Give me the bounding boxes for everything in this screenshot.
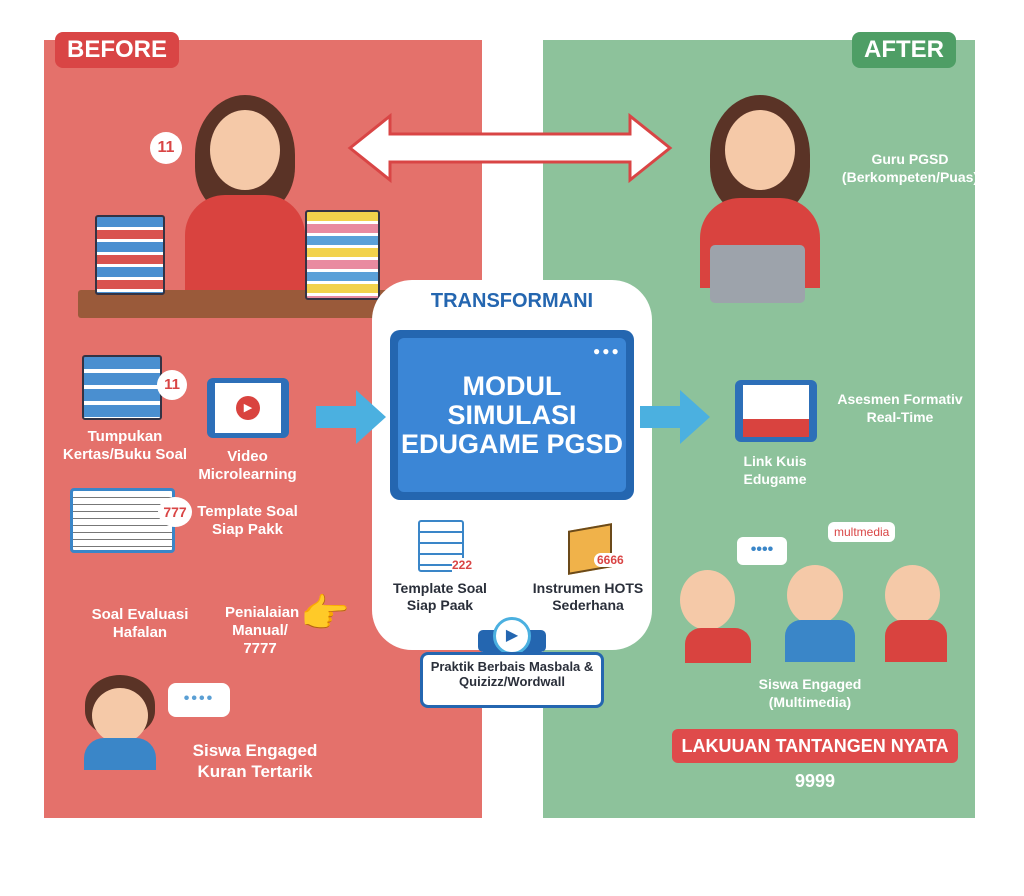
student-body bbox=[84, 738, 156, 770]
chart-tablet-icon bbox=[735, 380, 817, 442]
siswa-before-label: Siswa Engaged Kuran Tertarik bbox=[192, 741, 318, 781]
count-badge: 6666 bbox=[594, 553, 627, 567]
pointing-hand-icon: 👉 bbox=[300, 592, 350, 636]
window-dots-icon: ●●● bbox=[593, 344, 621, 358]
after-number: 9999 bbox=[794, 771, 836, 791]
laptop-icon bbox=[710, 245, 805, 303]
link-kuis-label: Link Kuis Edugame bbox=[743, 453, 807, 487]
book-stack-icon bbox=[82, 355, 162, 420]
cube-icon bbox=[568, 523, 612, 575]
multimedia-bubble: multmedia bbox=[828, 522, 896, 542]
student-face bbox=[787, 565, 843, 625]
video-tablet-icon: ▶ bbox=[207, 378, 289, 438]
speech-bubble-icon: •••• bbox=[737, 537, 787, 565]
count-badge: 11 bbox=[157, 370, 187, 400]
open-book-icon bbox=[70, 488, 175, 553]
transform-title: TRANSFORMANI bbox=[430, 290, 594, 312]
student-face bbox=[885, 565, 940, 625]
soal-label: Soal Evaluasi Hafalan bbox=[91, 606, 189, 641]
play-icon: ▶ bbox=[236, 396, 260, 420]
count-badge: 11 bbox=[150, 132, 182, 164]
right-arrow-icon bbox=[640, 390, 710, 444]
play-button-icon[interactable]: ▶ bbox=[493, 617, 531, 655]
count-badge: 222 bbox=[452, 558, 473, 572]
student-body bbox=[685, 628, 751, 663]
student-body bbox=[885, 620, 947, 662]
sad-teacher-face bbox=[210, 110, 280, 190]
student-face bbox=[680, 570, 735, 630]
praktik-box: Praktik Berbais Masbala & Quizizz/Wordwa… bbox=[420, 652, 604, 708]
right-arrow-icon bbox=[316, 390, 386, 444]
hots-label: Instrumen HOTS Sederhana bbox=[532, 580, 644, 613]
student-body bbox=[785, 620, 855, 662]
speech-bubble-icon: •••• bbox=[168, 683, 230, 717]
happy-teacher-face bbox=[725, 110, 795, 190]
books-label: Tumpukan Kertas/Buku Soal bbox=[62, 428, 188, 463]
before-badge: BEFORE bbox=[55, 32, 180, 68]
asesmen-label: Asesmen Formativ Real-Time bbox=[837, 391, 963, 425]
after-badge: AFTER bbox=[852, 32, 956, 68]
video-label: Video Microlearning bbox=[198, 448, 297, 483]
template-label: Template Soal Siap Pakk bbox=[197, 503, 298, 538]
teacher-body bbox=[185, 195, 305, 290]
modul-screen[interactable]: MODUL SIMULASI EDUGAME PGSD bbox=[390, 330, 634, 500]
challenge-banner: LAKUUAN TANTANGEN NYATA bbox=[672, 729, 958, 763]
bored-student-face bbox=[92, 688, 148, 743]
modul-title: MODUL SIMULASI EDUGAME PGSD bbox=[398, 338, 626, 492]
siswa-after-label: Siswa Engaged (Multimedia) bbox=[758, 676, 862, 710]
book-stack-icon bbox=[95, 215, 165, 295]
guru-label: Guru PGSD (Berkompeten/Puas) bbox=[841, 151, 979, 185]
count-badge: 777 bbox=[158, 497, 192, 527]
template-center-label: Template Soal Siap Paak bbox=[393, 580, 487, 613]
double-arrow-icon bbox=[347, 112, 673, 184]
book-stack-icon bbox=[305, 210, 380, 300]
penilaian-label: Penialaian Manual/ 7777 bbox=[225, 604, 300, 657]
